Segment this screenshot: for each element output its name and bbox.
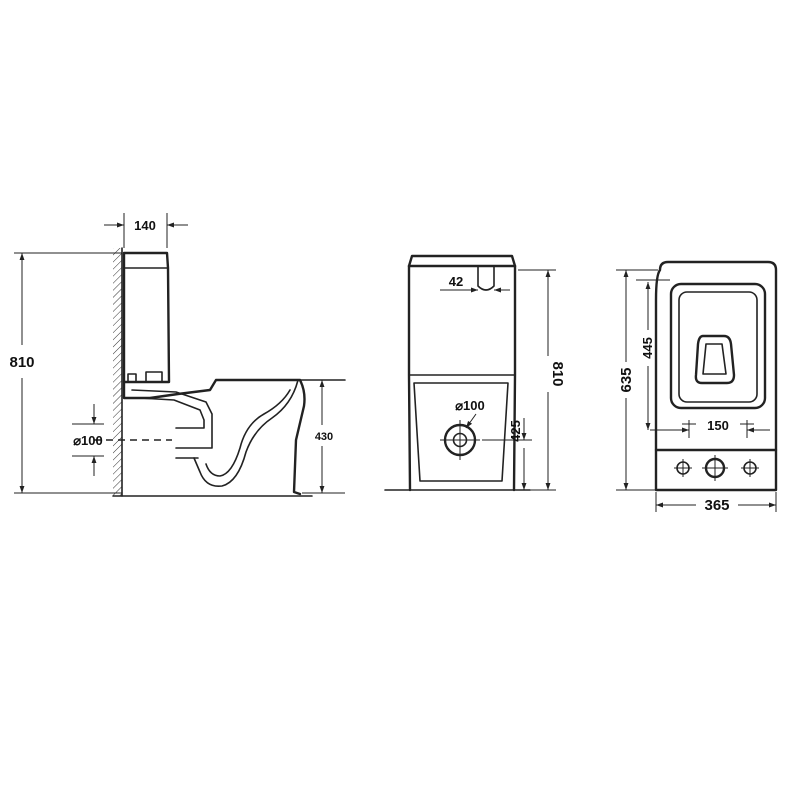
dim-tank-width: 140 — [134, 218, 156, 233]
valve-part — [145, 371, 163, 383]
dim-leader — [465, 413, 477, 429]
body-outline — [407, 264, 517, 492]
drain-outline — [694, 334, 736, 385]
dim-bolt-spacing: 150 — [707, 418, 729, 433]
dim-inlet-offset: 42 — [449, 274, 463, 289]
dim-total-depth: 635 — [618, 367, 635, 392]
dim-outlet-diameter-front: ⌀100 — [455, 398, 485, 413]
seat-inner — [678, 291, 758, 403]
top-view: 150 445 635 365 — [616, 260, 778, 514]
dim-width: 365 — [704, 497, 729, 514]
tank-outline — [122, 251, 171, 384]
dim-outlet-diameter-side: ⌀100 — [73, 433, 103, 448]
tank-bolts — [674, 455, 759, 481]
seat-outer — [669, 282, 767, 410]
dim-outlet-height: 425 — [508, 420, 523, 442]
dim-total-height-side: 810 — [9, 354, 34, 371]
dim-bowl-length: 445 — [640, 337, 655, 359]
tank-top — [407, 254, 517, 268]
trap-line-inner — [205, 389, 291, 477]
channel-line — [131, 389, 213, 449]
side-view: 140 810 ⌀100 430 — [9, 213, 346, 497]
pedestal-outline — [413, 382, 509, 482]
wall-hatch — [113, 248, 122, 496]
bowl-outline — [122, 378, 306, 496]
inlet-outline — [477, 265, 495, 291]
front-view: 42 ⌀100 810 425 — [384, 254, 566, 492]
drain-inner — [702, 343, 727, 375]
channel-line — [139, 397, 205, 429]
dim-total-height-front: 810 — [549, 361, 566, 386]
trap-line — [193, 379, 299, 488]
valve-part — [127, 373, 137, 383]
body-outline — [654, 260, 778, 492]
dim-bowl-height: 430 — [315, 431, 333, 443]
